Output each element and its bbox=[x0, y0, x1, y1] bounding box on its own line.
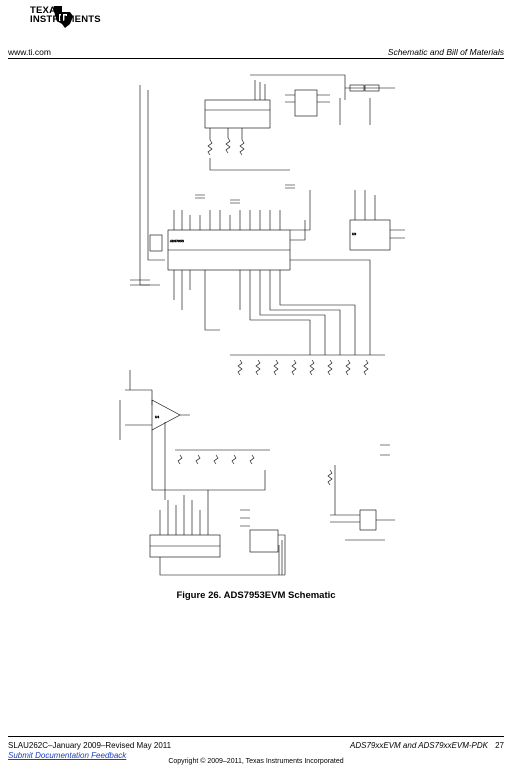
document-id: SLAU262C–January 2009–Revised May 2011 bbox=[8, 741, 172, 750]
texas-state-icon bbox=[54, 6, 73, 28]
page-number: 27 bbox=[495, 741, 504, 750]
feedback-link[interactable]: Submit Documentation Feedback bbox=[8, 751, 127, 760]
document-title: ADS79xxEVM and ADS79xxEVM-PDK bbox=[350, 741, 488, 750]
schematic-diagram: ADS7953 U3 U4 bbox=[119, 74, 405, 576]
header-rule bbox=[8, 58, 504, 59]
figure-caption: Figure 26. ADS7953EVM Schematic bbox=[176, 590, 336, 601]
brand-wordmark: TEXAS INSTRUMENTS bbox=[30, 5, 101, 25]
svg-text:ADS7953: ADS7953 bbox=[170, 239, 184, 243]
brand-line-1: TEXAS bbox=[30, 5, 63, 16]
svg-text:U4: U4 bbox=[155, 415, 159, 419]
copyright-notice: Copyright © 2009–2011, Texas Instruments… bbox=[168, 758, 344, 765]
section-title: Schematic and Bill of Materials bbox=[387, 47, 504, 57]
svg-text:U3: U3 bbox=[352, 232, 356, 236]
brand-line-2: INSTRUMENTS bbox=[30, 14, 101, 25]
site-url[interactable]: www.ti.com bbox=[8, 47, 51, 57]
footer-rule bbox=[8, 736, 504, 737]
